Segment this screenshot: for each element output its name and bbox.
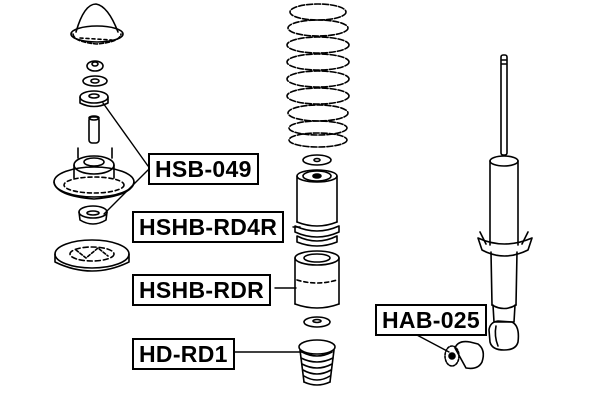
label-hd-rd1: HD-RD1 bbox=[132, 338, 235, 370]
strut-mount-icon bbox=[53, 147, 135, 200]
bearing-icon bbox=[78, 205, 108, 225]
bump-stop-cover-icon bbox=[294, 250, 340, 309]
leader-line-hab-025 bbox=[414, 333, 450, 353]
label-hsb-049: HSB-049 bbox=[148, 153, 259, 185]
leader-lines-center bbox=[231, 226, 303, 353]
washer-icon bbox=[82, 75, 108, 87]
label-hshb-rdr: HSHB-RDR bbox=[132, 274, 272, 306]
bump-stop-icon bbox=[298, 339, 336, 386]
sleeve-icon bbox=[88, 115, 100, 144]
upper-bushing-icon bbox=[79, 90, 109, 108]
spring-seat-icon bbox=[54, 239, 130, 272]
spring-insulator-icon bbox=[302, 154, 332, 182]
label-hshb-rd4r: HSHB-RD4R bbox=[132, 211, 285, 243]
nut-icon bbox=[86, 60, 104, 72]
bump-stop-washer-icon bbox=[303, 316, 331, 328]
coil-spring-icon bbox=[286, 3, 350, 148]
leader-line-hsb-049 bbox=[102, 102, 149, 215]
top-cap-icon bbox=[70, 3, 124, 45]
shock-absorber-icon bbox=[477, 54, 533, 351]
dust-boot-icon bbox=[294, 169, 340, 247]
lower-bushing-icon bbox=[444, 340, 485, 370]
label-hab-025: HAB-025 bbox=[375, 304, 487, 336]
